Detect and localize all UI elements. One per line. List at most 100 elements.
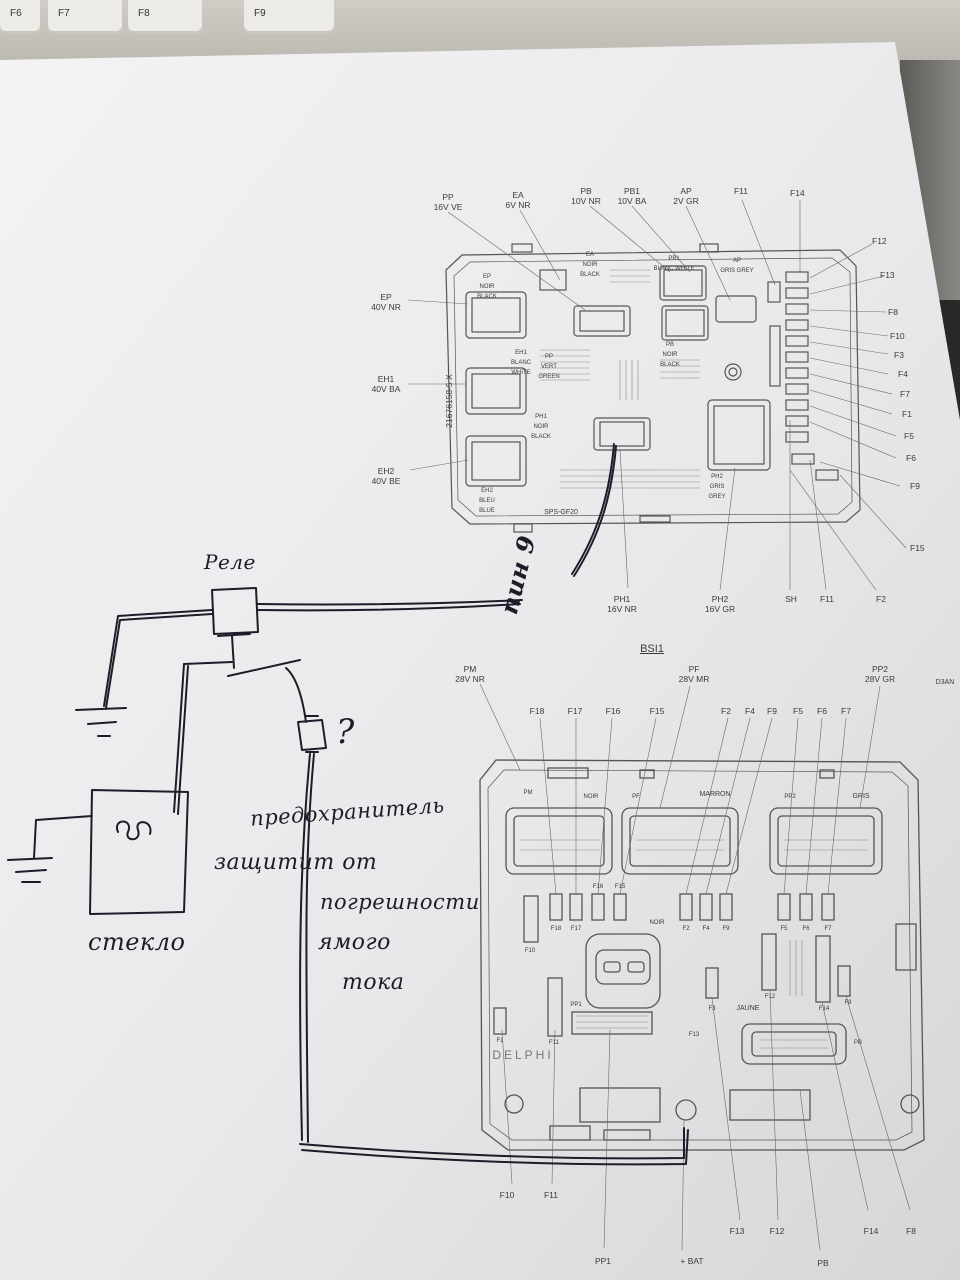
- bsm-fuse-f8: F8: [888, 307, 898, 317]
- bsm-fuse-f6: F6: [906, 453, 916, 463]
- bsm-fuse-f1: F1: [902, 409, 912, 419]
- bsm-label-pb: PB 10V NR: [571, 186, 601, 206]
- bsi-inner-pp1: PP1: [570, 1002, 582, 1008]
- key-label: F7: [58, 8, 70, 19]
- hand-fuse-line3: погрешности: [320, 890, 480, 914]
- bsm-fuse-f12: F12: [872, 236, 887, 246]
- bsi-fuse-f12: F12: [769, 1226, 785, 1236]
- bsi-fuse-f17: F17: [567, 706, 583, 716]
- hand-fuse-line2: защитит от: [214, 850, 378, 875]
- bsi-inner-jaune: JAUNE: [736, 1005, 760, 1012]
- bsi-fuse-f18: F18: [529, 706, 545, 716]
- bsi-inner-noir1: NOIR: [583, 794, 599, 800]
- bsm-inner-pb: PB NOIR BLACK: [660, 342, 680, 368]
- bsi-inner-f12: F12: [764, 994, 776, 1000]
- bsm-label-eh2: EH2 40V BE: [371, 466, 401, 486]
- bsm-label-f11-top: F11: [733, 186, 749, 196]
- bsi-fuse-f16: F16: [605, 706, 621, 716]
- bsi-fuse-f2: F2: [721, 706, 731, 716]
- bsi-inner-f11: F11: [549, 1040, 559, 1046]
- bsm-code: SPS-GF20: [544, 509, 578, 516]
- bsi-inner-f13: F13: [688, 1032, 700, 1038]
- hand-wiring: [7, 443, 689, 1166]
- bsm-label-ap: AP 2V GR: [673, 186, 699, 206]
- bsi-inner-f14: F14: [818, 1006, 830, 1012]
- hand-fuse-line5: тока: [342, 970, 405, 995]
- bsi-inner-f2: F2: [682, 926, 690, 932]
- bsm-fuse-f4: F4: [898, 369, 908, 379]
- bsi-inner-pf: PF: [632, 794, 640, 800]
- hand-question: ?: [336, 712, 355, 752]
- bsi-fuse-f7: F7: [841, 706, 851, 716]
- bsi-inner-f4: F4: [702, 926, 710, 932]
- bsi-inner-f15: F15: [614, 884, 626, 890]
- bsm-fuse-f10: F10: [890, 331, 905, 341]
- paper-sheet: [0, 42, 960, 1280]
- bsm-fuse-f7: F7: [900, 389, 910, 399]
- bsi-label-pb: PB: [817, 1258, 829, 1268]
- bsi-inner-f10: F10: [524, 948, 536, 954]
- bsm-fuse-f13: F13: [880, 270, 895, 280]
- bsm-fuse-f3: F3: [894, 350, 904, 360]
- bsi-inner-f5: F5: [780, 926, 788, 932]
- bsi-fuse-f14: F14: [863, 1226, 879, 1236]
- bsm-inner-ep: EP NOIR BLACK: [477, 274, 497, 300]
- bsm-leaders: [407, 199, 907, 591]
- bsi-edge-text: D3AN: [935, 679, 955, 686]
- bsi-inner-f1: F1: [496, 1038, 504, 1044]
- bsm-label-eh1: EH1 40V BA: [371, 374, 401, 394]
- bsi-title: BSI1: [640, 643, 664, 655]
- bsm-inner-eh1: EH1 BLANC WHITE: [510, 350, 531, 376]
- key-f8: F8: [128, 0, 202, 34]
- bsm-inner-pp: PP VERT GREEN: [538, 354, 560, 380]
- bsi-inner-f17: F17: [570, 926, 582, 932]
- bsi-label-pf: PF 28V MR: [678, 664, 710, 684]
- bsm-label-ph1: PH1 16V NR: [607, 594, 637, 614]
- bsi-inner-f18: F18: [550, 926, 562, 932]
- bsi-inner-marron: MARRON: [699, 791, 731, 798]
- bsi-inner-f6: F6: [802, 926, 810, 932]
- bsi-fuse-f13: F13: [729, 1226, 745, 1236]
- bsi-inner-f3: F3: [708, 1006, 716, 1012]
- bsi-fuse-f5: F5: [793, 706, 803, 716]
- bsi-inner-pb: PB: [853, 1040, 862, 1046]
- bsi-fuse-f6: F6: [817, 706, 827, 716]
- bsm-fuse-f15: F15: [910, 543, 925, 553]
- bsm-inner-eh2: EH2 BLEU BLUE: [479, 488, 495, 514]
- bsi-label-pp1: PP1: [594, 1256, 612, 1266]
- key-label: F6: [10, 8, 22, 19]
- bsm-inner-ea: EA NOIR BLACK: [580, 252, 600, 278]
- bsi-inner-pm: PM: [523, 790, 533, 796]
- bsm-label-f2: F2: [876, 594, 886, 604]
- bsm-label-ph2: PH2 16V GR: [704, 594, 736, 614]
- hand-fuse-line4: ямого: [318, 930, 391, 955]
- bsi-fuse-f10: F10: [499, 1190, 515, 1200]
- bsi-label-bat: + BAT: [680, 1256, 704, 1266]
- bsi-inner-pp2: PP2: [784, 794, 796, 800]
- bsm-box: [445, 243, 861, 533]
- bsi-inner-delphi: DELPHI: [492, 1048, 554, 1062]
- hand-relay-label: Реле: [204, 550, 256, 574]
- bsi-inner-f8: F8: [844, 1000, 852, 1006]
- bsm-inner-ph2: PH2 GRIS GREY: [708, 474, 726, 500]
- bsi-fuse-f9: F9: [767, 706, 777, 716]
- key-f7: F7: [48, 0, 122, 34]
- bsm-label-f11: F11: [819, 594, 835, 604]
- key-label: F8: [138, 8, 150, 19]
- bsi-inner-f16: F16: [592, 884, 604, 890]
- bsi-label-pm: PM 28V NR: [455, 664, 485, 684]
- bsm-label-ep: EP 40V NR: [371, 292, 401, 312]
- bsi-fuse-f4: F4: [745, 706, 755, 716]
- bsm-label-pp: PP 16V VE: [433, 192, 463, 212]
- bsm-part-number: 21676158-5 X: [444, 374, 454, 428]
- bsm-inner-pb1: PB1 BLANC WHITE: [653, 256, 695, 272]
- bsm-inner-ap: AP GRIS GREY: [720, 258, 754, 274]
- key-f9: F9: [244, 0, 334, 34]
- bsm-label-sh: SH: [785, 594, 797, 604]
- bsm-fuse-f5: F5: [904, 431, 914, 441]
- bsi-hatching: [520, 839, 868, 1049]
- bsm-fuse-f14: F14: [790, 188, 805, 198]
- bsi-fuse-f11: F11: [543, 1190, 559, 1200]
